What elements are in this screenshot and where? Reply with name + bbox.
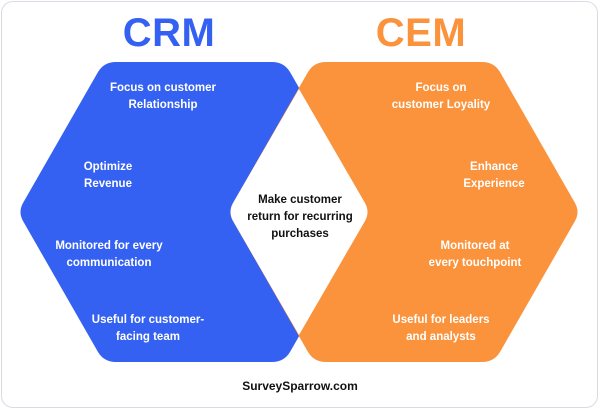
cem-item-line: Focus on xyxy=(415,82,467,94)
crm-item-line: communication xyxy=(66,257,152,269)
overlap-diamond xyxy=(230,89,368,335)
cem-title: CEM xyxy=(375,11,467,55)
crm-item-line: Useful for customer- xyxy=(91,314,205,326)
crm-item-line: Revenue xyxy=(84,178,132,190)
cem-item-experience: Enhance Experience xyxy=(394,159,594,193)
cem-item-touchpoint: Monitored at every touchpoint xyxy=(375,238,575,272)
cem-item-line: Experience xyxy=(463,178,525,190)
overlap-text: Make customer return for recurring purch… xyxy=(225,192,375,243)
footer-brand: SurveySparrow.com xyxy=(242,379,358,393)
crm-item-line: Focus on customer xyxy=(109,82,217,94)
crm-item-relationship: Focus on customer Relationship xyxy=(63,80,263,114)
overlap-line: return for recurring xyxy=(247,211,353,223)
crm-item-line: Monitored for every xyxy=(55,240,163,252)
cem-item-line: and analysts xyxy=(406,331,476,343)
crm-item-line: Relationship xyxy=(128,99,198,111)
overlap-line: Make customer xyxy=(258,194,342,206)
overlap-line: purchases xyxy=(271,228,329,240)
cem-item-line: Enhance xyxy=(470,161,518,173)
crm-item-customer-facing: Useful for customer- facing team xyxy=(48,312,248,346)
cem-item-line: every touchpoint xyxy=(428,257,522,269)
cem-item-line: Useful for leaders xyxy=(392,314,490,326)
crm-item-line: Optimize xyxy=(83,161,133,173)
cem-item-loyalty: Focus on customer Loyality xyxy=(341,80,541,114)
crm-item-communication: Monitored for every communication xyxy=(9,238,209,272)
crm-item-revenue: Optimize Revenue xyxy=(8,159,208,193)
crm-item-line: facing team xyxy=(116,331,180,343)
crm-title: CRM xyxy=(122,11,216,55)
cem-item-line: Monitored at xyxy=(440,240,510,252)
cem-item-line: customer Loyality xyxy=(391,99,491,111)
cem-item-leaders: Useful for leaders and analysts xyxy=(341,312,541,346)
